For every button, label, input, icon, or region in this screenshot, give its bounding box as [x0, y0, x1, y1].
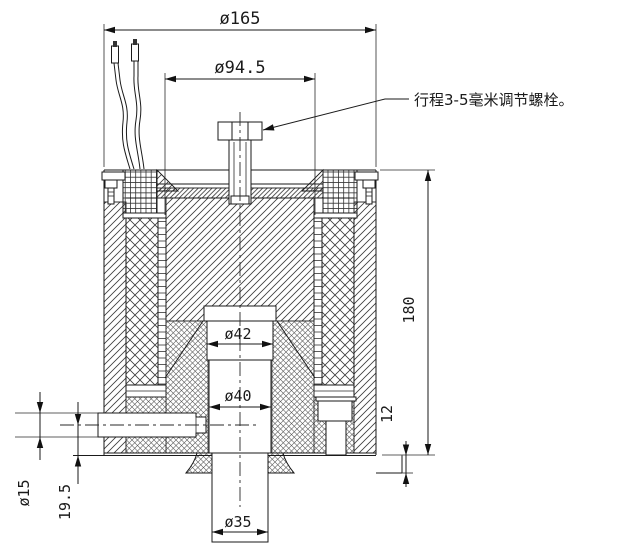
- terminal-bracket-left: [101, 171, 126, 205]
- dim-label-35: ø35: [224, 513, 251, 531]
- dim-stem-diameter: ø35: [212, 513, 268, 536]
- terminal-bracket-right: [354, 171, 379, 205]
- dim-plunger-lower: ø40: [209, 387, 271, 411]
- dim-label-15: ø15: [15, 479, 33, 506]
- dim-label-12: 12: [378, 405, 396, 423]
- dim-pin-offset: 19.5: [56, 402, 82, 520]
- dim-label-19-5: 19.5: [56, 484, 74, 520]
- bobbin-flanges: [122, 212, 358, 398]
- mounting-foot: [376, 455, 403, 474]
- coil-winding-right: [321, 217, 355, 386]
- wire-tip-right: [131, 43, 139, 62]
- stem-boss-left: [184, 452, 213, 474]
- bobbin-tube-right: [313, 217, 323, 386]
- dim-plunger-upper: ø42: [207, 325, 273, 348]
- dim-pin-diameter: ø15: [15, 392, 98, 507]
- dim-label-40: ø40: [224, 387, 251, 405]
- dim-core-diameter: ø94.5: [164, 58, 316, 215]
- lead-wires: [111, 39, 145, 170]
- bottom-terminal: [315, 396, 357, 456]
- dim-label-42: ø42: [224, 325, 251, 343]
- leader-annotation: 行程3-5毫米调节螺栓。: [262, 91, 574, 134]
- bobbin-tube-left: [157, 217, 167, 386]
- dim-body-height: 180: [380, 169, 435, 456]
- dim-base-thickness: 12: [378, 405, 413, 487]
- coil-winding-left: [125, 217, 159, 386]
- wire-tip-left: [111, 45, 119, 64]
- dim-label-165: ø165: [220, 9, 261, 29]
- annotation-text: 行程3-5毫米调节螺栓。: [414, 91, 574, 109]
- centerlines: [60, 112, 258, 507]
- dim-overall-diameter: ø165: [103, 9, 377, 167]
- dim-label-94-5: ø94.5: [214, 58, 265, 78]
- stem-boss-right: [267, 452, 296, 474]
- dim-label-180: 180: [400, 296, 418, 323]
